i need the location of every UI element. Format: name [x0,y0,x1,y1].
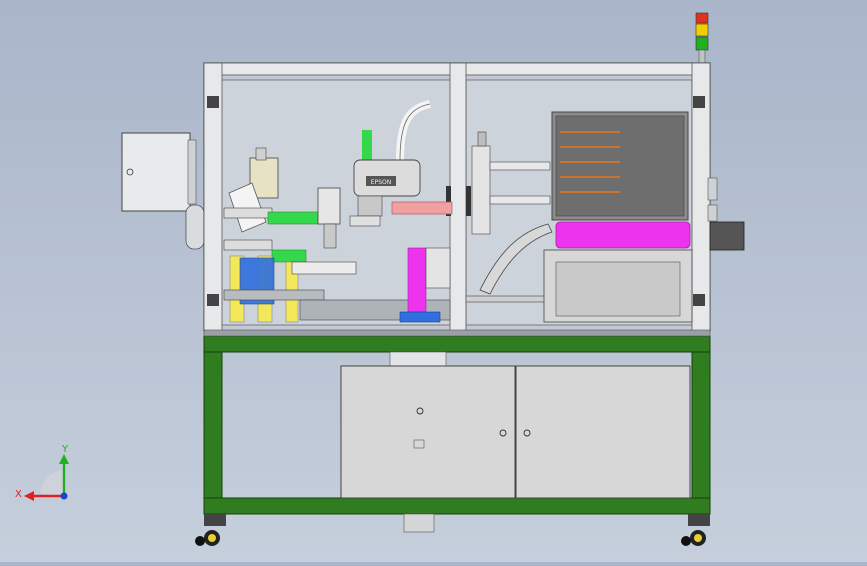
center-station [399,131,553,323]
robot-brand-label: EPSON [371,179,391,186]
x-axis-arrowhead [24,491,34,501]
tower-light [695,12,709,65]
scara-robot: EPSON [349,100,453,227]
caster-right [681,514,710,546]
right-feeder [543,111,745,323]
y-axis-arrowhead [59,454,69,464]
caster-left [195,514,226,546]
electrical-cabinet [340,351,691,533]
z-axis-dot [60,492,68,500]
tower-light-red [695,12,709,24]
tower-light-yellow [695,23,709,37]
tower-light-pole [698,49,706,65]
feeder-shelves [560,131,620,193]
orientation-triad[interactable]: Y X [15,444,69,501]
base-frame [203,329,711,515]
left-station [223,147,451,323]
tower-light-green [695,36,709,51]
x-axis-label: X [15,489,22,500]
side-control-box [121,132,205,250]
y-axis-label: Y [61,444,69,455]
